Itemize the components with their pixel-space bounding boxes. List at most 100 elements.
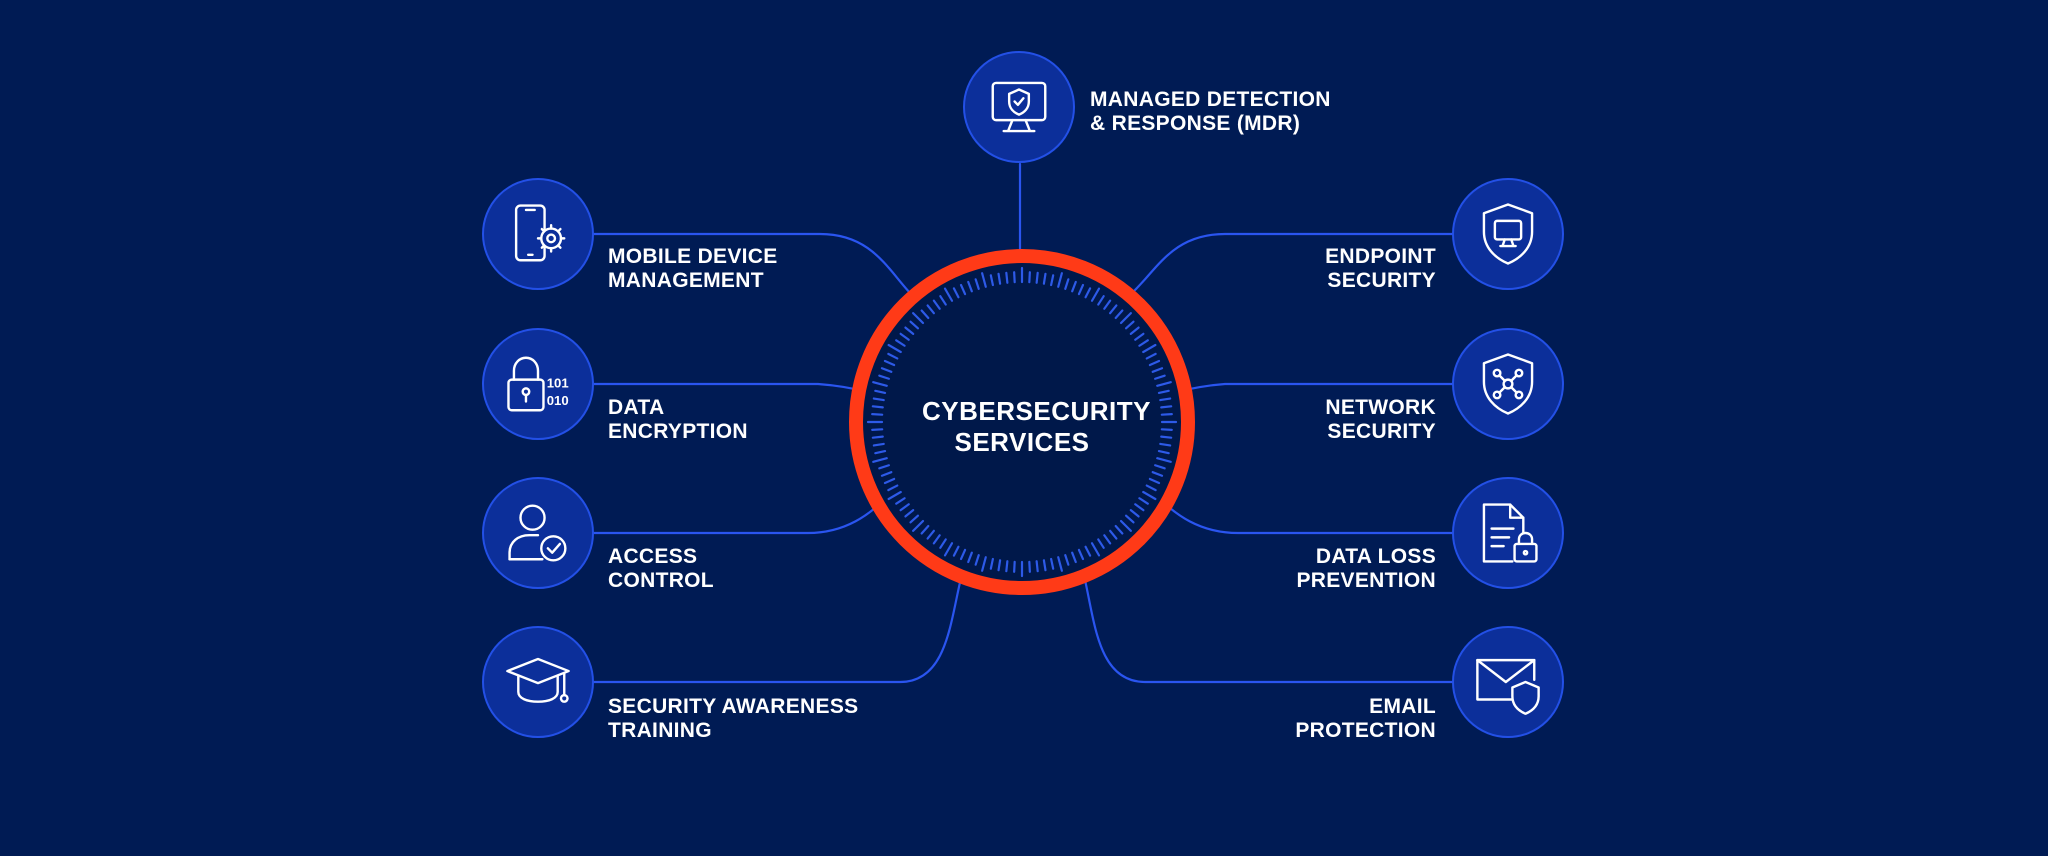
- dial-tick: [1077, 283, 1085, 296]
- graduation-cap-icon: [506, 657, 570, 703]
- center-title-line1: CYBERSECURITY: [922, 396, 1151, 426]
- dial-tick: [909, 514, 920, 524]
- dial-tick: [872, 397, 885, 402]
- node-mdr[interactable]: [963, 51, 1075, 163]
- user-check-icon: [508, 504, 567, 562]
- label-endpoint: ENDPOINT SECURITY: [1325, 245, 1436, 293]
- dial-tick: [1013, 271, 1016, 284]
- dial-tick: [1084, 545, 1092, 557]
- dial-tick: [1050, 274, 1055, 287]
- dial-tick: [1157, 450, 1170, 455]
- dial-tick: [1028, 271, 1031, 284]
- dial-tick: [1005, 271, 1009, 284]
- label-network-line2: SECURITY: [1327, 420, 1436, 443]
- dial-tick: [1159, 397, 1172, 402]
- label-email-line1: EMAIL: [1369, 695, 1436, 718]
- dial-tick: [1138, 339, 1149, 347]
- dial-tick: [1124, 514, 1135, 524]
- node-endpoint[interactable]: [1452, 178, 1564, 290]
- label-dlp: DATA LOSS PREVENTION: [1296, 545, 1436, 593]
- dial-tick: [883, 477, 896, 485]
- dial-tick: [997, 272, 1002, 285]
- dial-tick: [1042, 559, 1047, 572]
- node-dlp[interactable]: [1452, 477, 1564, 589]
- dial-ticks: [866, 266, 1178, 578]
- dial-tick: [1145, 484, 1157, 492]
- dial-tick: [872, 442, 885, 447]
- dial-tick: [952, 287, 960, 299]
- dial-tick: [1157, 389, 1170, 394]
- label-access-line1: ACCESS: [608, 545, 698, 568]
- dial-tick: [1103, 534, 1112, 545]
- dial-tick: [1077, 548, 1085, 561]
- dial-tick: [981, 272, 987, 288]
- dial-tick: [974, 278, 980, 290]
- label-mdm-line1: MOBILE DEVICE: [608, 245, 778, 268]
- dial-tick: [1124, 320, 1135, 330]
- label-dlp-line2: PREVENTION: [1296, 569, 1436, 592]
- shield-monitor-icon: [1482, 203, 1534, 265]
- dial-tick: [871, 435, 884, 439]
- envelope-shield-icon: [1476, 658, 1540, 715]
- label-access-line2: CONTROL: [608, 569, 714, 592]
- dial-tick: [871, 428, 884, 431]
- dial-tick: [943, 542, 954, 557]
- dial-tick: [1035, 560, 1039, 573]
- dial-tick: [967, 551, 973, 564]
- label-email-line2: PROTECTION: [1295, 719, 1436, 742]
- dial-tick: [872, 381, 888, 387]
- label-dlp-line1: DATA LOSS: [1315, 545, 1436, 568]
- label-encryption-line2: ENCRYPTION: [608, 420, 748, 443]
- dial-tick: [912, 519, 925, 532]
- center-title-line2: SERVICES: [954, 427, 1090, 457]
- dial-tick: [1142, 490, 1157, 501]
- dial-tick: [967, 280, 973, 293]
- label-network-line1: NETWORK: [1325, 396, 1436, 419]
- dial-tick: [871, 413, 884, 416]
- node-email[interactable]: [1452, 626, 1564, 738]
- dial-tick: [1114, 524, 1124, 535]
- node-training[interactable]: [482, 626, 594, 738]
- node-mdm[interactable]: [482, 178, 594, 290]
- dial-tick: [899, 503, 910, 512]
- dial-tick: [874, 389, 887, 394]
- dial-tick: [1071, 280, 1077, 293]
- dial-tick: [943, 287, 954, 302]
- monitor-shield-icon: [991, 81, 1047, 133]
- dial-tick: [1160, 413, 1173, 416]
- dial-tick: [899, 332, 910, 341]
- dial-tick: [1064, 278, 1070, 290]
- connector-access: [592, 492, 892, 535]
- label-endpoint-line2: SECURITY: [1327, 269, 1436, 292]
- label-mdm: MOBILE DEVICE MANAGEMENT: [608, 245, 778, 293]
- binary-text-2: 010: [547, 393, 569, 408]
- center-title: CYBERSECURITY SERVICES: [922, 396, 1151, 458]
- dial-tick: [1097, 295, 1105, 306]
- node-network[interactable]: [1452, 328, 1564, 440]
- dial-tick: [1084, 287, 1092, 299]
- dial-tick: [904, 326, 915, 335]
- dial-tick: [874, 450, 887, 455]
- dial-tick: [1071, 551, 1077, 564]
- dial-tick: [887, 343, 902, 354]
- dial-tick: [1050, 557, 1055, 570]
- label-mdr-line2: & RESPONSE (MDR): [1090, 112, 1301, 135]
- dial-tick: [1064, 554, 1070, 566]
- binary-text-1: 101: [547, 375, 569, 390]
- dial-tick: [887, 352, 899, 360]
- dial-tick: [895, 339, 906, 347]
- lock-binary-icon: 101 010: [507, 356, 569, 412]
- dial-tick: [1151, 367, 1164, 373]
- shield-network-icon: [1482, 353, 1534, 415]
- dial-tick: [959, 548, 967, 561]
- dial-tick: [1013, 560, 1016, 573]
- dial-tick: [1159, 442, 1172, 447]
- dial-tick: [989, 557, 994, 570]
- node-encryption[interactable]: 101 010: [482, 328, 594, 440]
- dial-tick: [1148, 359, 1161, 367]
- label-endpoint-line1: ENDPOINT: [1325, 245, 1436, 268]
- dial-tick: [887, 490, 902, 501]
- node-access[interactable]: [482, 477, 594, 589]
- center-ring: [849, 249, 1195, 595]
